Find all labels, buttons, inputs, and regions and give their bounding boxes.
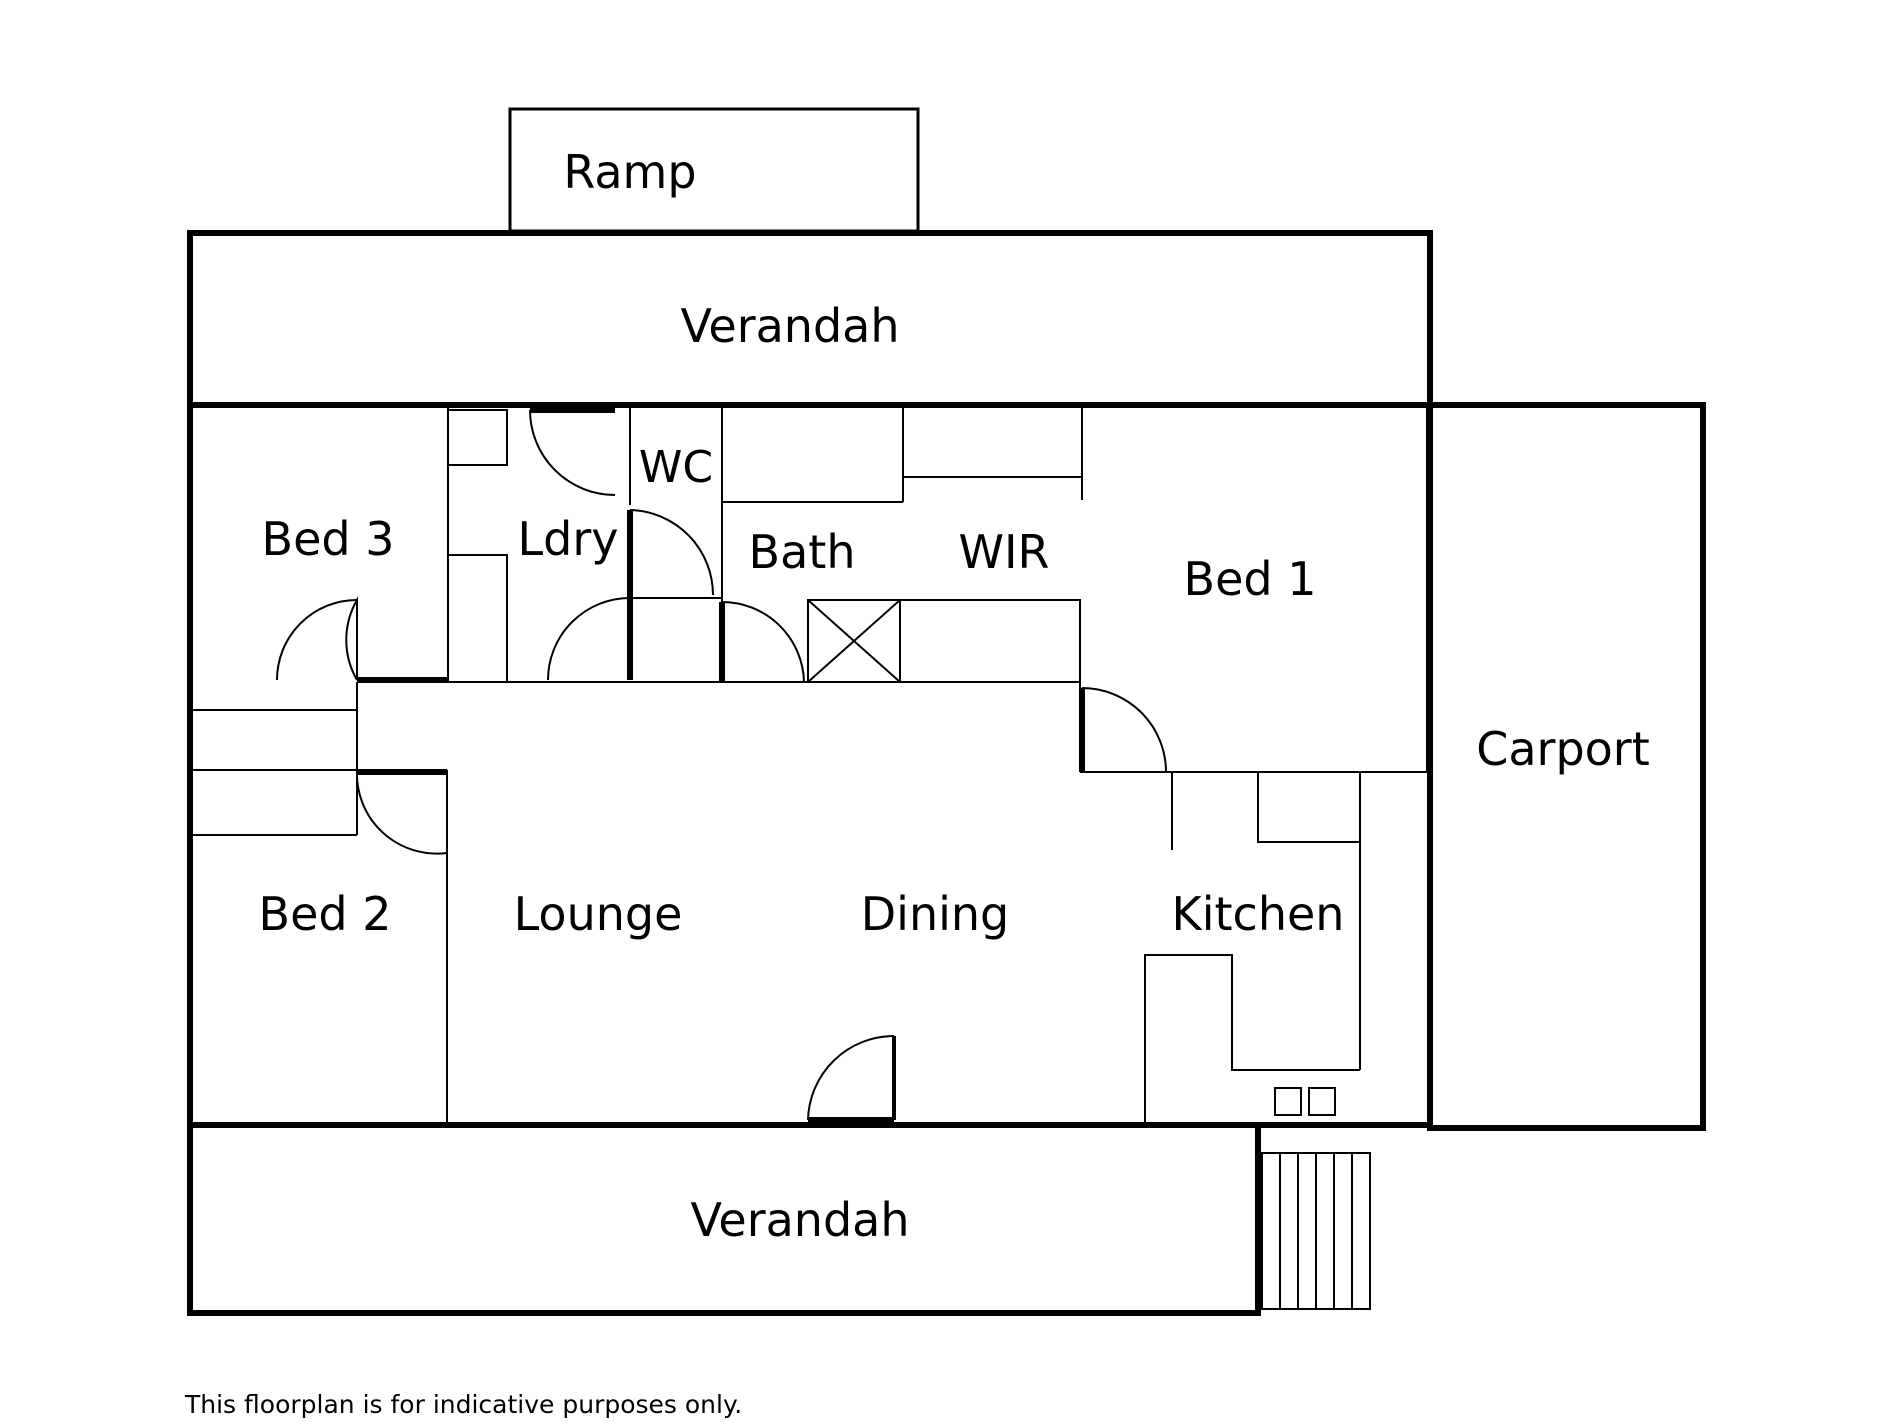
label-verandah-bottom: Verandah [691, 1193, 910, 1247]
label-kitchen: Kitchen [1172, 887, 1345, 941]
label-verandah-top: Verandah [681, 299, 900, 353]
bed3-door-swing [276, 599, 358, 681]
label-dining: Dining [861, 887, 1010, 941]
bath-door-swing [721, 601, 805, 683]
label-bath: Bath [749, 525, 856, 579]
label-bed2: Bed 2 [259, 887, 392, 941]
label-carport: Carport [1476, 722, 1650, 776]
ramp-outline [508, 107, 920, 233]
label-lounge: Lounge [514, 887, 683, 941]
bed1-door-swing [1081, 687, 1167, 773]
label-bed1: Bed 1 [1184, 552, 1317, 606]
label-wc: WC [639, 442, 713, 493]
front-door-swing [807, 1035, 895, 1121]
doors [276, 407, 1167, 1123]
label-ldry: Ldry [518, 512, 619, 566]
ldry-top-door-swing [529, 409, 616, 496]
label-bed3: Bed 3 [262, 512, 395, 566]
label-wir: WIR [958, 525, 1049, 579]
outer-walls [187, 230, 1706, 1316]
label-ramp: Ramp [563, 145, 696, 199]
internal-walls [190, 405, 1430, 1310]
footnote-disclaimer: This floorplan is for indicative purpose… [184, 1390, 742, 1419]
wc-door-swing [629, 509, 714, 596]
ldry-door-swing [547, 597, 631, 681]
bed2-door-swing [355, 769, 448, 855]
